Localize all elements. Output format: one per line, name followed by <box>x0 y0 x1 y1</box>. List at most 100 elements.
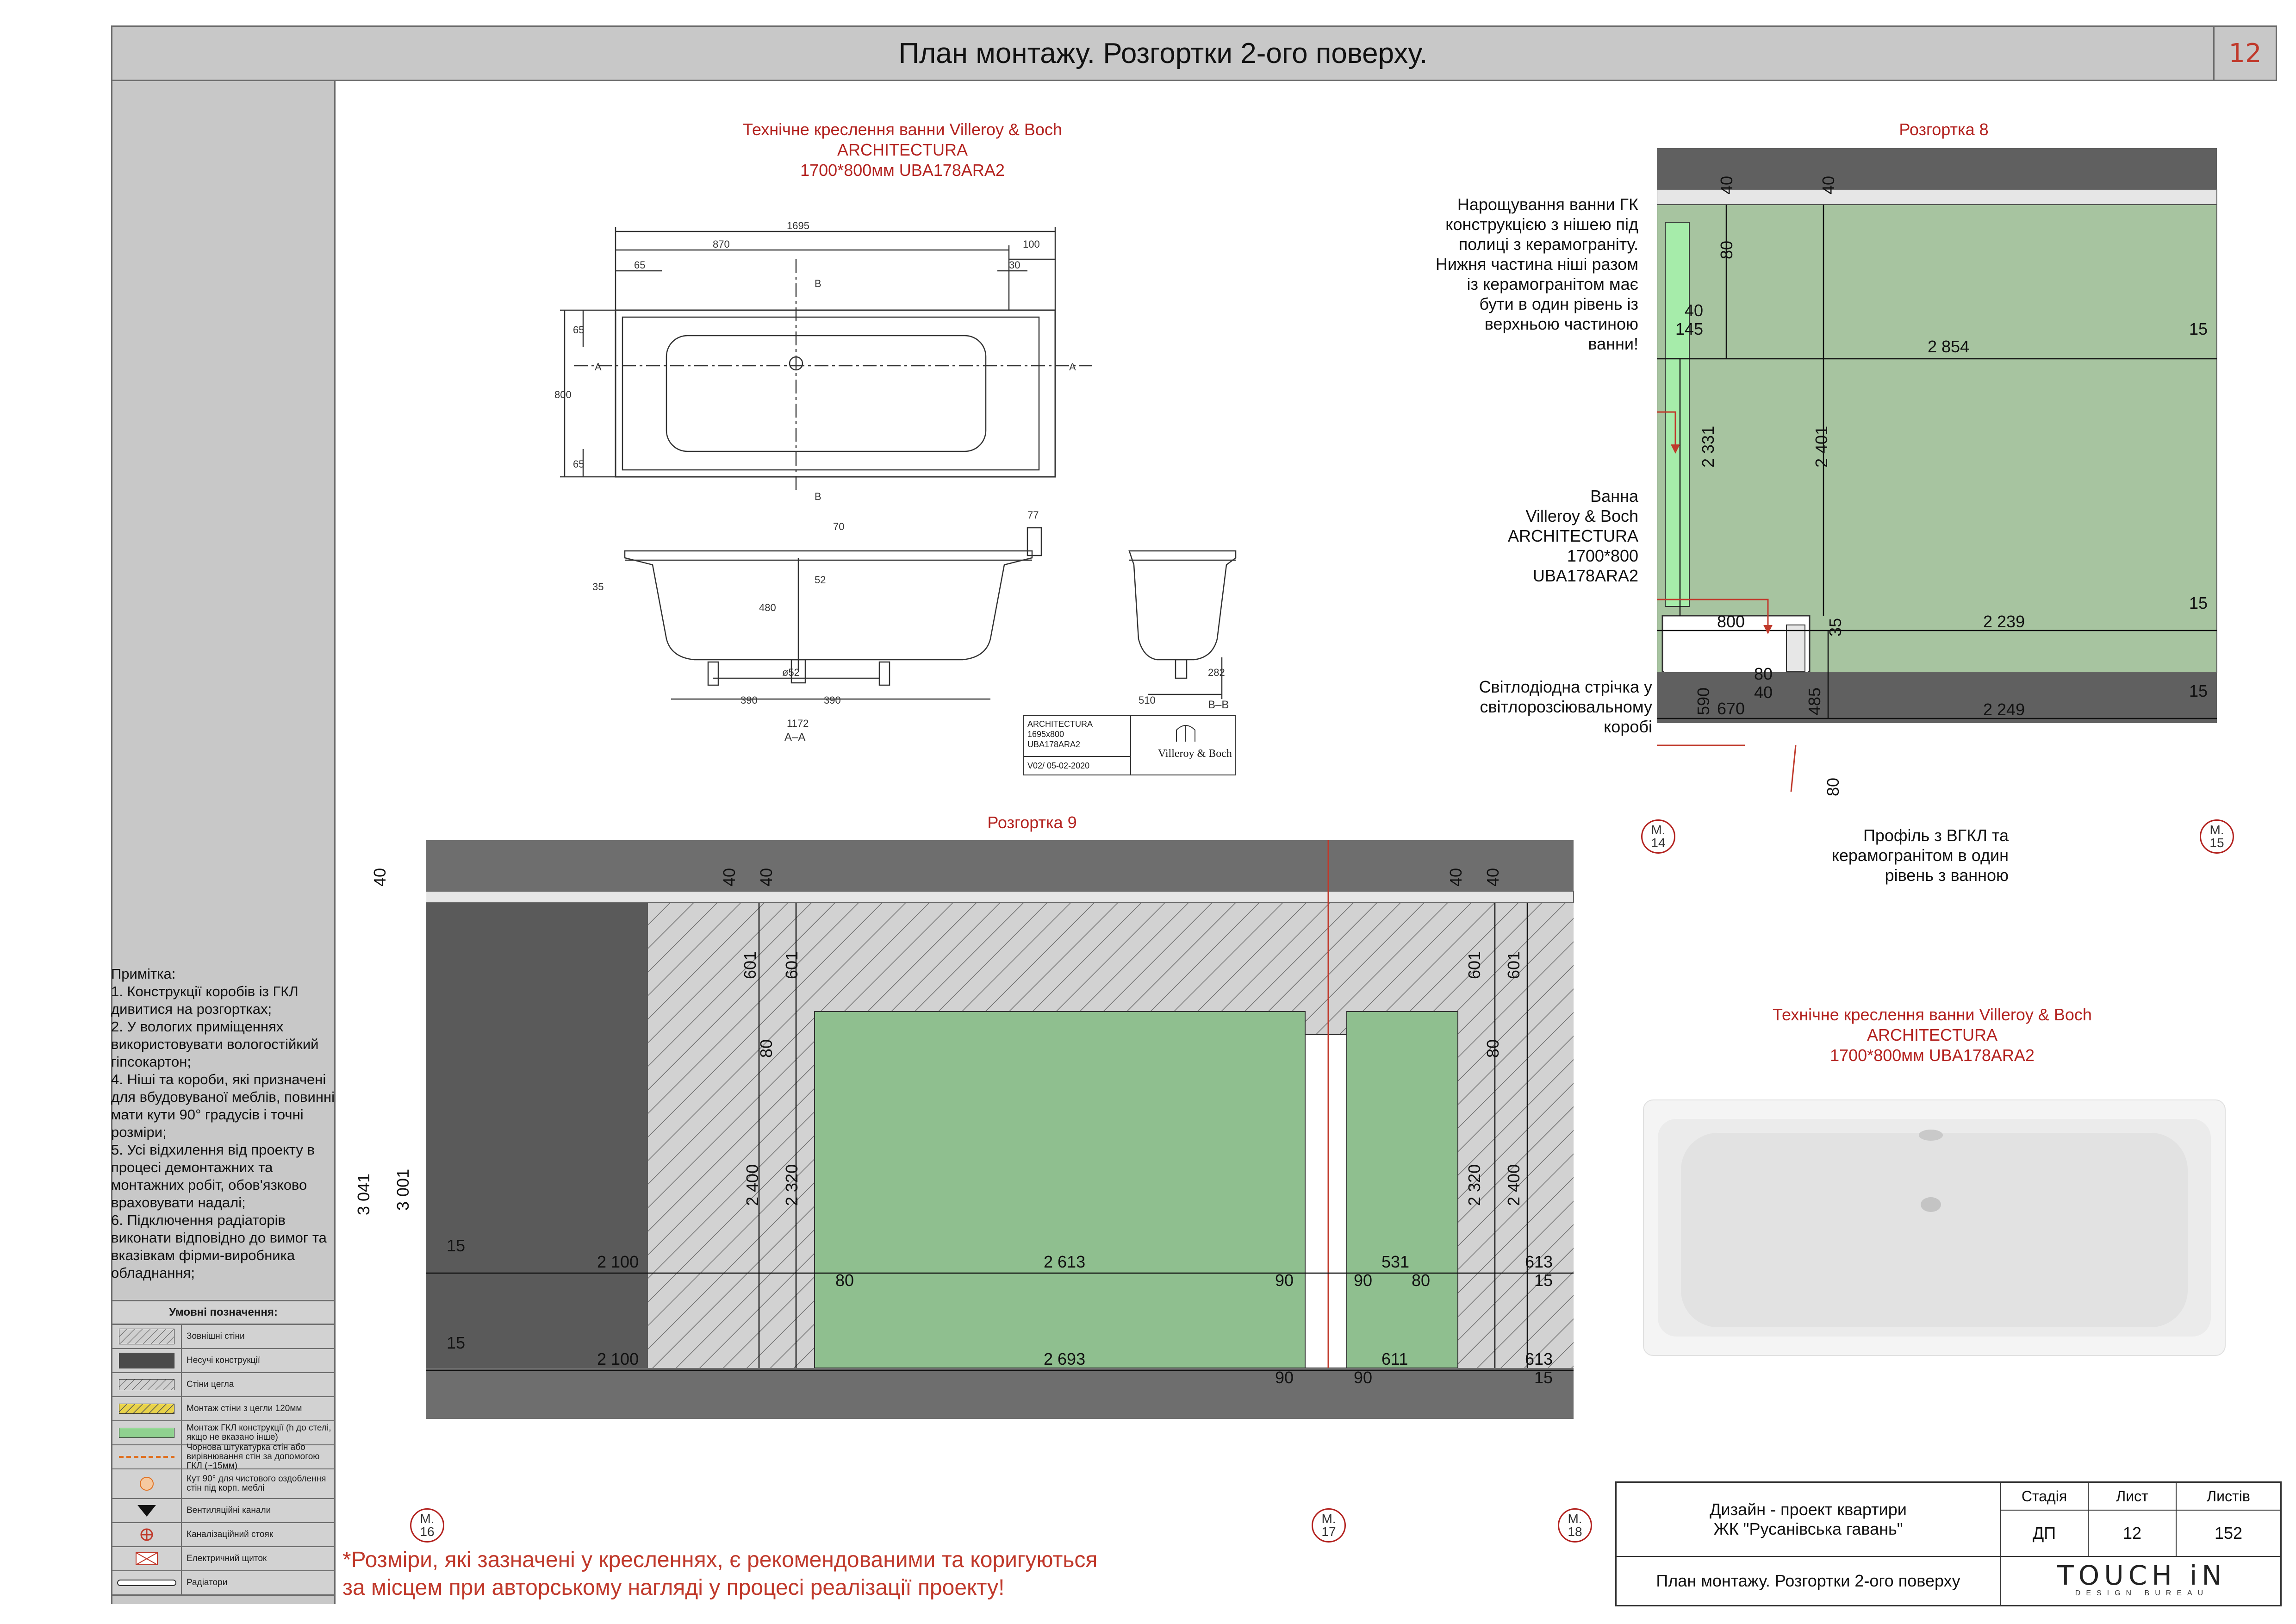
dim-label: 601 <box>740 951 759 979</box>
dim-label: ø52 <box>782 667 800 678</box>
stamp-project-line: Дизайн - проект квартири <box>1710 1500 1907 1519</box>
brand-logo: Villeroy & Boch <box>1158 748 1232 760</box>
dim-label: 15 <box>2189 319 2208 338</box>
green-swatch-icon <box>112 1421 182 1444</box>
legend-label: Чорнова штукатурка стін або вирівнювання… <box>187 1443 320 1471</box>
legend-label: Радіатори <box>187 1578 228 1587</box>
dim-label: 601 <box>782 951 801 979</box>
legend-row: Вентиляційні канали <box>112 1499 334 1523</box>
dim-label: 15 <box>2189 593 2208 612</box>
legend-label: Електричний щиток <box>187 1554 267 1563</box>
dim-label: 40 <box>757 868 776 887</box>
legend-label: Зовнішні стіни <box>187 1331 245 1341</box>
dim-label: 2 320 <box>782 1164 801 1206</box>
dim-label: 15 <box>2189 681 2208 700</box>
plate-line: UBA178ARA2 <box>1027 740 1081 749</box>
page-title: План монтажу. Розгортки 2-ого поверху. <box>898 37 1428 69</box>
dim-label: 80 <box>1717 240 1736 259</box>
bathtub-tech-drawing: 1695 870 100 65 30 800 65 65 70 77 35 48… <box>554 220 1237 743</box>
dim-label: 40 <box>1685 301 1704 320</box>
hatch-swatch-icon <box>112 1325 182 1348</box>
dim-label: 2 693 <box>1044 1349 1086 1368</box>
electric-panel-icon <box>112 1547 182 1570</box>
legend-row: Зовнішні стіни <box>112 1325 334 1349</box>
dim-label: 2 400 <box>1504 1164 1523 1206</box>
bathtub-photo <box>1643 1099 2226 1356</box>
dim-label: 613 <box>1525 1252 1553 1271</box>
dim-label: 2 400 <box>743 1164 762 1206</box>
yellow-swatch-icon <box>112 1397 182 1420</box>
legend-label: Вентиляційні канали <box>187 1505 271 1515</box>
brand-emblem-icon <box>1176 725 1195 742</box>
legend-row: Електричний щиток <box>112 1547 334 1571</box>
dim-label: 15 <box>447 1333 466 1352</box>
dim-label: 480 <box>759 602 776 613</box>
plate-line: 1695x800 <box>1027 730 1064 739</box>
stamp-sheets-label: Листів <box>2177 1483 2280 1511</box>
dim-label: 2 401 <box>1812 425 1831 468</box>
callout-gk-niche: Нарощування ванни ГК конструкцією з ніше… <box>1435 195 1638 353</box>
dim-label: 65 <box>573 458 584 470</box>
photo-title-line: 1700*800мм UBA178ARA2 <box>1830 1046 2035 1065</box>
legend-row: Чорнова штукатурка стін або вирівнювання… <box>112 1443 334 1471</box>
photo-title: Технічне креслення ванни Villeroy & Boch… <box>1712 1005 2152 1066</box>
legend-row: Монтаж стіни з цегли 120мм <box>112 1397 334 1421</box>
dim-label: 90 <box>1275 1368 1294 1387</box>
dim-label: 40 <box>1446 868 1465 887</box>
stamp-stage-label: Стадія <box>2001 1483 2089 1511</box>
legend-row: Несучі конструкції <box>112 1349 334 1373</box>
callout-led: Світлодіодна стрічка у світлорозсіювальн… <box>1479 677 1652 736</box>
legend-label: Монтаж стіни з цегли 120мм <box>187 1404 302 1413</box>
brick-swatch-icon <box>112 1373 182 1396</box>
note-item: 4. Ніші та короби, які призначені для вб… <box>111 1071 335 1140</box>
dim-label: 3 041 <box>354 1173 373 1215</box>
dim-label: 590 <box>1694 687 1713 715</box>
notes-title: Примітка: <box>111 966 176 982</box>
dim-label: 510 <box>1139 694 1156 706</box>
photo-title-line: Технічне креслення ванни Villeroy & Boch <box>1773 1005 2092 1024</box>
plate-line: V02/ 05-02-2020 <box>1027 761 1090 770</box>
callout-line: ARCHITECTURA <box>1507 526 1638 545</box>
dim-label: 40 <box>720 868 739 887</box>
title-block: Дизайн - проект квартири ЖК "Русанівська… <box>1615 1481 2282 1606</box>
dim-label: 390 <box>824 694 841 706</box>
dim-label: 2 320 <box>1465 1164 1484 1206</box>
dim-label: 15 <box>1534 1368 1553 1387</box>
legend-label: Кут 90° для чистового оздоблення стін пі… <box>187 1474 326 1493</box>
dim-label: 601 <box>1504 951 1523 979</box>
stamp-sheet: 12 <box>2089 1511 2177 1557</box>
dim-label: 611 <box>1381 1349 1408 1368</box>
section-label: B–B <box>1208 699 1229 711</box>
dim-label: 80 <box>1823 777 1842 796</box>
dim-label: 2 100 <box>597 1349 639 1368</box>
dim-label: 1172 <box>787 718 809 729</box>
tech-drawing-title-line: ARCHITECTURA <box>837 140 968 159</box>
dim-label: 100 <box>1023 238 1040 250</box>
dim-label: 65 <box>573 324 584 336</box>
elevation-marker-m15: М.15 <box>2200 819 2234 854</box>
dim-label: 70 <box>833 521 844 532</box>
legend-label: Несучі конструкції <box>187 1355 261 1365</box>
legend-row: Каналізаційний стояк <box>112 1523 334 1547</box>
dim-label: 90 <box>1354 1368 1373 1387</box>
dim-label: 77 <box>1027 509 1039 521</box>
callout-bath: Ванна Villeroy & Boch ARCHITECTURA 1700*… <box>1430 486 1638 586</box>
sheet-number: 12 <box>2213 27 2276 80</box>
dim-label: 80 <box>1412 1271 1431 1290</box>
tech-drawing-title-line: Технічне креслення ванни Villeroy & Boch <box>743 120 1062 139</box>
dim-label: 40 <box>1819 175 1838 194</box>
legend-row: Кут 90° для чистового оздоблення стін пі… <box>112 1469 334 1499</box>
dim-label: 2 239 <box>1983 612 2025 631</box>
section-label: A–A <box>784 731 805 743</box>
angle-icon <box>112 1469 182 1498</box>
dim-label: 40 <box>1717 175 1736 194</box>
product-plate: ARCHITECTURA 1695x800 UBA178ARA2 V02/ 05… <box>1023 715 1236 775</box>
ventilation-icon <box>112 1499 182 1522</box>
elevation9-title: Розгортка 9 <box>987 813 1077 832</box>
section-marker: A <box>595 361 602 373</box>
dim-label: 2 854 <box>1928 337 1970 356</box>
section-marker: B <box>815 278 821 289</box>
stamp-stage: ДП <box>2001 1511 2089 1557</box>
dim-label: 80 <box>757 1039 776 1058</box>
callout-line: 1700*800 <box>1567 546 1638 565</box>
